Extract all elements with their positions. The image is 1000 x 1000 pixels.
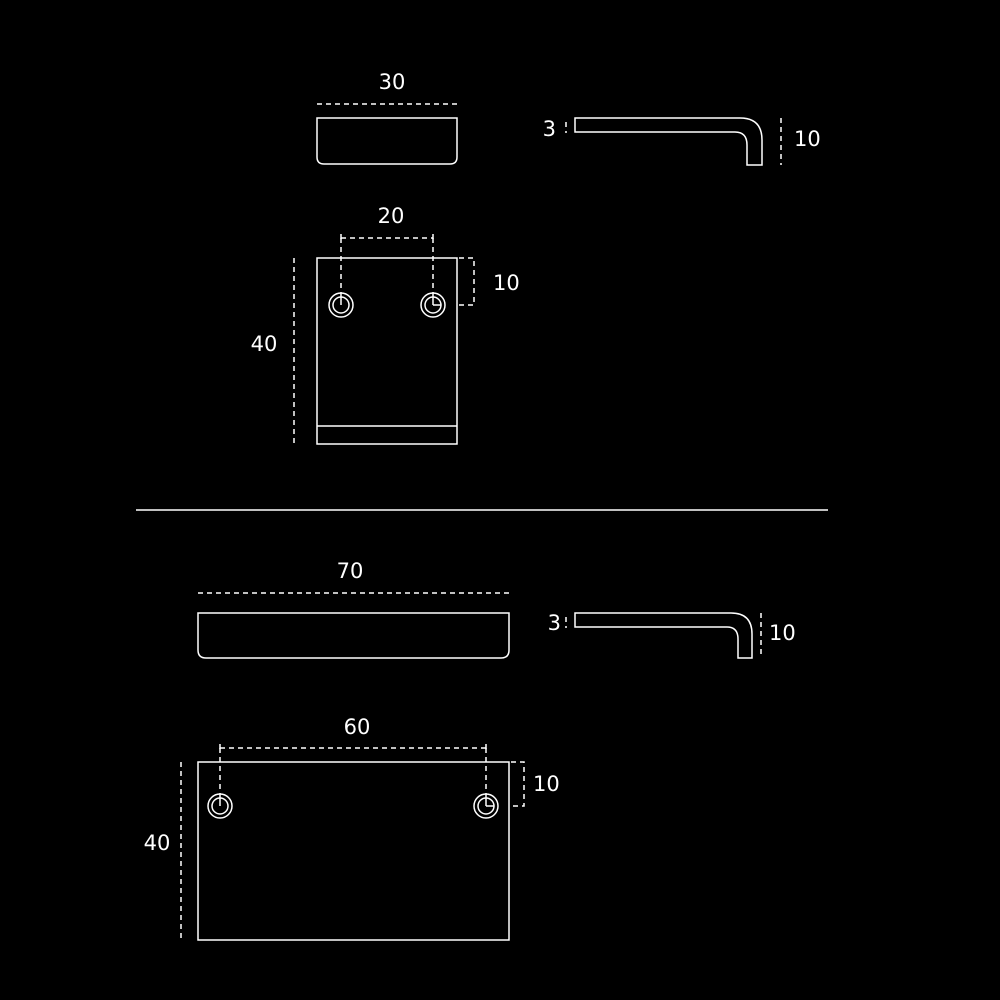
top-side-profile: 3 10 xyxy=(543,117,821,166)
top-screw-hole-right xyxy=(420,292,446,318)
bottom-front-outline xyxy=(197,612,510,659)
top-hole-offset-dimension-line xyxy=(459,257,475,306)
bottom-product: 70 3 10 40 60 10 xyxy=(144,559,796,941)
top-side-height-label: 10 xyxy=(794,127,821,151)
bottom-screw-hole-left xyxy=(207,793,233,819)
bottom-screw-hole-right xyxy=(473,793,499,819)
bottom-side-profile-outline xyxy=(574,612,753,659)
bottom-side-thickness-label: 3 xyxy=(548,611,561,635)
top-front-outline xyxy=(316,117,458,165)
bottom-back-plate-outline xyxy=(197,761,510,941)
bottom-side-profile: 3 10 xyxy=(548,611,796,659)
top-back-view: 40 20 10 xyxy=(251,204,520,445)
bottom-back-view: 40 60 10 xyxy=(144,715,560,941)
bottom-front-view: 70 xyxy=(197,559,510,659)
top-hole-offset-label: 10 xyxy=(493,271,520,295)
top-hole-spacing-label: 20 xyxy=(378,204,405,228)
top-front-view: 30 xyxy=(316,70,458,165)
top-back-plate-outline xyxy=(316,257,458,445)
top-hole-spacing-dimension-line xyxy=(340,234,434,242)
top-product: 30 3 10 40 20 10 xyxy=(251,70,821,445)
bottom-hole-spacing-dimension-line xyxy=(219,744,487,752)
top-side-thickness-label: 3 xyxy=(543,117,556,141)
bottom-side-height-label: 10 xyxy=(769,621,796,645)
bottom-plate-height-label: 40 xyxy=(144,831,171,855)
top-front-width-label: 30 xyxy=(379,70,406,94)
bottom-hole-spacing-label: 60 xyxy=(344,715,371,739)
bottom-front-width-label: 70 xyxy=(337,559,364,583)
top-side-profile-outline xyxy=(574,117,763,166)
top-plate-height-label: 40 xyxy=(251,332,278,356)
bottom-hole-offset-label: 10 xyxy=(533,772,560,796)
bottom-hole-offset-dimension-line xyxy=(511,761,525,807)
top-screw-hole-left xyxy=(328,292,354,318)
